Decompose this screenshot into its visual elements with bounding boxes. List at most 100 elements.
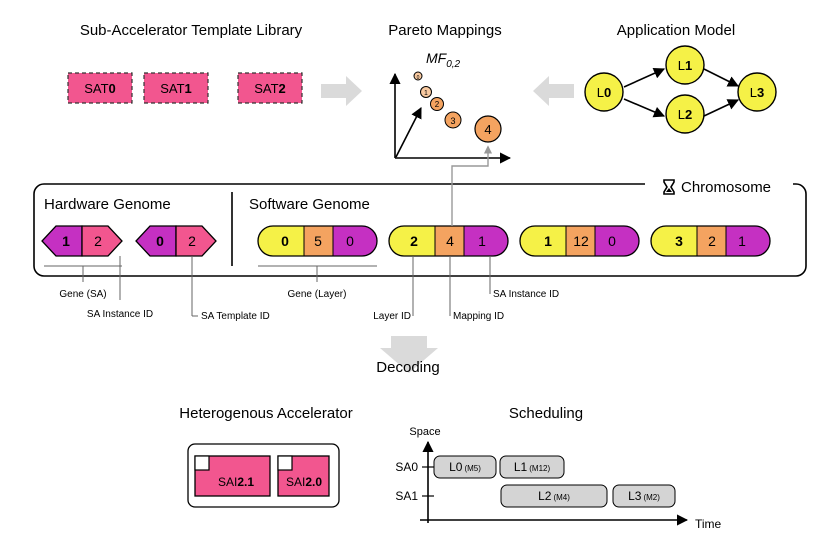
decoding-label: Decoding xyxy=(376,359,439,376)
library-to-pareto-arrow xyxy=(321,76,362,106)
sai-2-0-num: 2.0 xyxy=(305,475,322,489)
hardware-gene-1: 0 2 xyxy=(135,225,217,257)
sa-instance-id-annotation-2: SA Instance ID xyxy=(493,289,559,300)
sw-gene-1-mapping: 4 xyxy=(446,233,454,249)
app-node-l1 xyxy=(665,45,705,85)
sat-template-2: SAT2 xyxy=(237,72,303,104)
pareto-title: Pareto Mappings xyxy=(388,22,501,39)
sat-template-1: SAT1 xyxy=(143,72,209,104)
app-node-l2 xyxy=(665,94,705,134)
sw-gene-3-sa: 1 xyxy=(738,233,746,249)
mapping-to-pareto-connector xyxy=(451,145,493,226)
schedule-chart: Space Time SA0 SA1 L0(M5) L1(M12) L2(M4)… xyxy=(395,426,721,531)
pareto-point-0 xyxy=(413,71,423,81)
decoding-arrow xyxy=(380,336,438,373)
gene-layer-annotation: Gene (Layer) xyxy=(288,289,347,300)
task-l1 xyxy=(499,455,565,479)
task-l0 xyxy=(433,455,497,479)
scheduling-title: Scheduling xyxy=(509,405,583,422)
pareto-label-sub: 0,2 xyxy=(446,59,460,70)
hw-gene-1-instance: 0 xyxy=(156,233,164,249)
sa-template-id-annotation: SA Template ID xyxy=(201,311,270,322)
app-model-title: Application Model xyxy=(617,22,735,39)
schedule-x-label: Time xyxy=(695,517,722,531)
pareto-plot: MF0,2 0 1 2 3 4 xyxy=(389,50,512,164)
svg-text:L2: L2 xyxy=(678,107,692,122)
pareto-point-4-label: 4 xyxy=(484,122,491,137)
sai-2-1: SAI2.1 xyxy=(194,455,271,497)
sat-1-num: 1 xyxy=(185,81,192,96)
task-l2-layer: L2 xyxy=(538,489,552,503)
sw-gene-1-layer: 2 xyxy=(410,233,418,249)
hardware-genome-title: Hardware Genome xyxy=(44,196,171,213)
sw-gene-0-sa: 0 xyxy=(346,233,354,249)
hourglass-icon xyxy=(663,179,675,195)
task-l3-layer: L3 xyxy=(628,489,642,503)
schedule-y-label: Space xyxy=(409,426,440,438)
hardware-gene-0: 1 2 xyxy=(41,225,123,257)
pareto-point-3-label: 3 xyxy=(450,116,455,126)
svg-text:L3(M2): L3(M2) xyxy=(628,489,660,503)
layer-id-annotation: Layer ID xyxy=(373,311,411,322)
hetero-accelerator-box xyxy=(187,443,340,508)
sw-gene-0-mapping: 5 xyxy=(314,233,322,249)
hetero-title: Heterogenous Accelerator xyxy=(179,405,352,422)
software-gene-0: 0 5 0 xyxy=(257,225,378,257)
sw-gene-2-sa: 0 xyxy=(608,233,616,249)
app-node-l1-prefix: L xyxy=(678,58,685,73)
sai-2-1-prefix: SAI xyxy=(218,475,237,489)
task-l2-mapping: (M4) xyxy=(553,493,570,502)
task-l2 xyxy=(500,484,608,508)
pareto-point-2 xyxy=(430,97,444,111)
task-l3-mapping: (M2) xyxy=(643,493,660,502)
app-node-l2-num: 2 xyxy=(685,107,692,122)
hw-gene-0-instance: 1 xyxy=(62,233,70,249)
sat-2-num: 2 xyxy=(279,81,286,96)
sat-2-prefix: SAT xyxy=(254,81,278,96)
app-node-l0-prefix: L xyxy=(597,85,604,100)
task-l3 xyxy=(612,484,676,508)
schedule-row-sa1: SA1 xyxy=(395,489,418,503)
pareto-label-main: MF xyxy=(426,50,448,66)
sai-2-1-num: 2.1 xyxy=(237,475,254,489)
schedule-row-sa0: SA0 xyxy=(395,460,418,474)
sat-0-prefix: SAT xyxy=(84,81,108,96)
chromosome-title: Chromosome xyxy=(681,179,771,196)
app-model-graph: L0 L1 L2 L3 xyxy=(584,45,777,134)
svg-text:SAT1: SAT1 xyxy=(160,81,192,96)
hw-gene-1-template: 2 xyxy=(188,233,196,249)
pareto-point-3 xyxy=(444,111,462,129)
app-node-l3-prefix: L xyxy=(750,85,757,100)
svg-text:L0: L0 xyxy=(597,85,611,100)
svg-text:SAI2.1: SAI2.1 xyxy=(218,475,254,489)
hw-gene-0-template: 2 xyxy=(94,233,102,249)
svg-text:L0(M5): L0(M5) xyxy=(449,460,481,474)
pareto-point-0-label: 0 xyxy=(417,75,420,81)
software-genome-title: Software Genome xyxy=(249,196,370,213)
sw-gene-2-mapping: 12 xyxy=(573,233,589,249)
chromosome-label-bg xyxy=(645,175,793,195)
gene-sa-annotation: Gene (SA) xyxy=(59,289,106,300)
mapping-id-annotation: Mapping ID xyxy=(453,311,504,322)
svg-text:SAT2: SAT2 xyxy=(254,81,286,96)
app-to-pareto-arrow xyxy=(533,76,574,106)
sai-2-0: SAI2.0 xyxy=(277,455,330,497)
chromosome-box xyxy=(33,183,807,277)
pareto-point-4 xyxy=(474,115,502,143)
app-node-l3 xyxy=(737,72,777,112)
software-gene-1: 2 4 1 xyxy=(388,225,509,257)
pareto-point-2-label: 2 xyxy=(435,100,440,109)
app-node-l2-prefix: L xyxy=(678,107,685,122)
sw-gene-2-layer: 1 xyxy=(544,233,552,249)
app-node-l1-num: 1 xyxy=(685,58,692,73)
sat-1-prefix: SAT xyxy=(160,81,184,96)
sai-2-0-prefix: SAI xyxy=(286,475,305,489)
library-title: Sub-Accelerator Template Library xyxy=(80,22,303,39)
app-node-l0-num: 0 xyxy=(604,85,611,100)
svg-text:L2(M4): L2(M4) xyxy=(538,489,570,503)
svg-text:L3: L3 xyxy=(750,85,764,100)
sw-gene-0-layer: 0 xyxy=(281,233,289,249)
app-node-l3-num: 3 xyxy=(757,85,764,100)
task-l1-layer: L1 xyxy=(514,460,528,474)
